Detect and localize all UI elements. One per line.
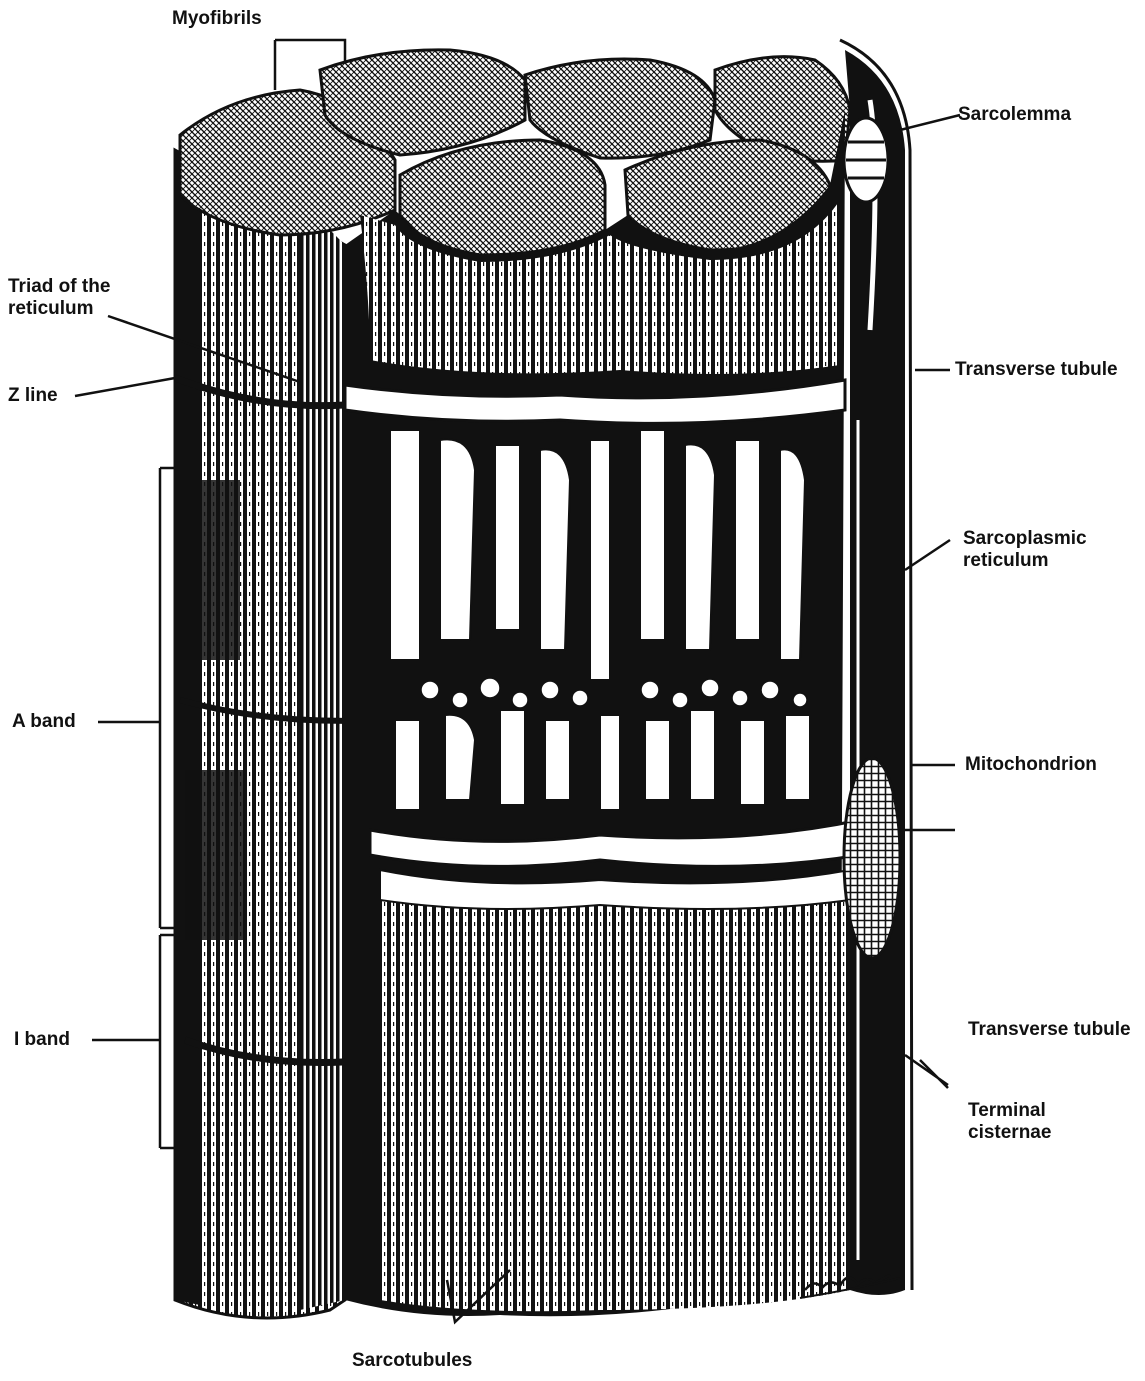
label-transverse-tubule-bottom: Transverse tubule <box>968 1019 1131 1041</box>
label-triad-of-reticulum: Triad of the reticulum <box>8 276 110 320</box>
label-terminal-cisternae: Terminal cisternae <box>968 1100 1051 1144</box>
mitochondrion-top <box>844 118 888 202</box>
mitochondrion-lower <box>844 758 900 958</box>
label-sarcolemma: Sarcolemma <box>958 104 1071 126</box>
label-transverse-tubule-top: Transverse tubule <box>955 359 1118 381</box>
label-sarcoplasmic-reticulum: Sarcoplasmic reticulum <box>963 528 1087 572</box>
label-z-line: Z line <box>8 385 58 407</box>
myofibril-tops <box>180 50 850 255</box>
myofibril-body <box>345 110 860 1316</box>
label-i-band: I band <box>14 1029 70 1051</box>
sarcolemma-edge <box>840 40 912 1295</box>
label-myofibrils: Myofibrils <box>172 8 262 30</box>
label-sarcotubules: Sarcotubules <box>352 1350 472 1372</box>
label-mitochondrion: Mitochondrion <box>965 754 1097 776</box>
label-a-band: A band <box>12 711 76 733</box>
